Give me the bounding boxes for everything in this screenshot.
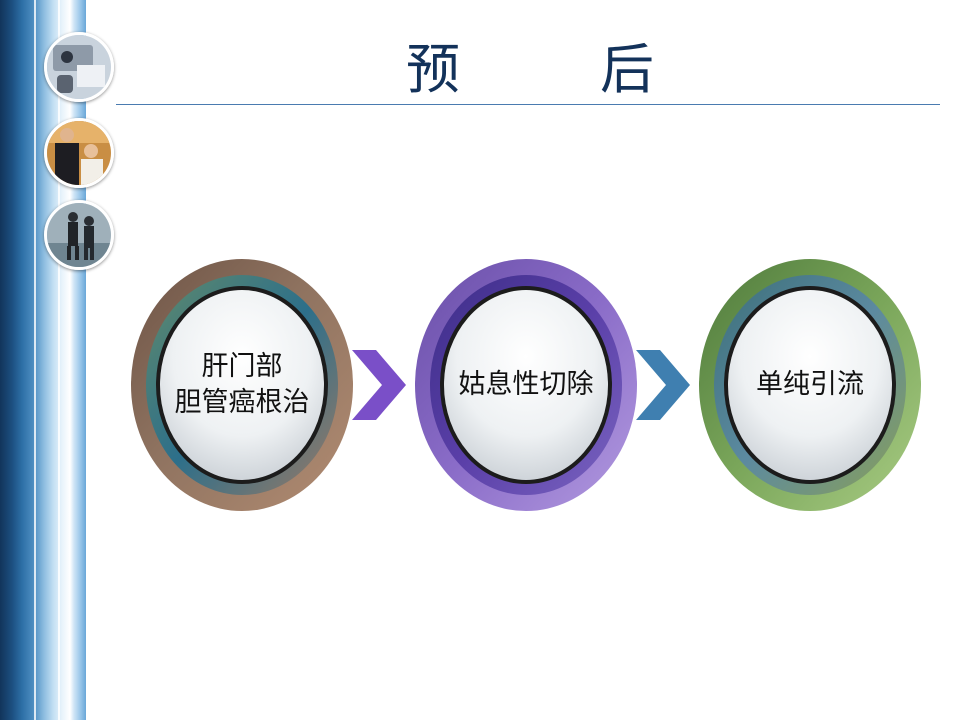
walking-people-icon <box>44 200 114 270</box>
chevron-right-icon <box>636 350 690 420</box>
band-divider <box>58 0 60 720</box>
flow-node-simple-drainage: 单纯引流 <box>698 258 922 512</box>
node-label-line: 单纯引流 <box>756 369 864 400</box>
business-meeting-icon <box>44 118 114 188</box>
title-underline <box>116 104 940 105</box>
flow-node-radical-resection: 肝门部 胆管癌根治 <box>130 258 354 512</box>
node-label-line: 肝门部 <box>201 351 283 382</box>
chevron-right-icon <box>352 350 406 420</box>
office-phone-icon <box>44 32 114 102</box>
band-divider <box>34 0 36 720</box>
flow-node-palliative-resection: 姑息性切除 <box>414 258 638 512</box>
node-label-line: 胆管癌根治 <box>174 387 310 418</box>
node-label-line: 姑息性切除 <box>458 369 594 400</box>
left-decor-band <box>0 0 86 720</box>
page-title: 预后 <box>406 38 794 101</box>
